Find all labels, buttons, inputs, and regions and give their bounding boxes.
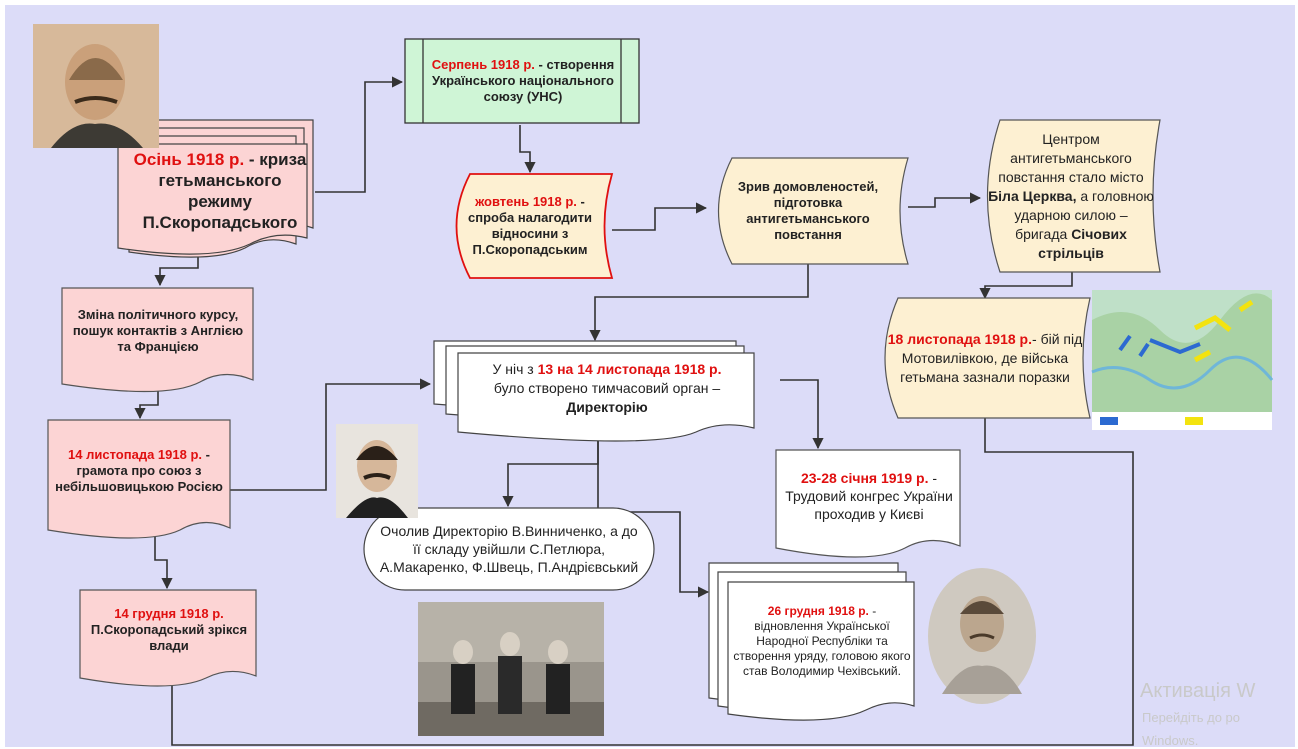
autumn-box-shape bbox=[117, 119, 314, 258]
directory-group-photo-image bbox=[418, 602, 604, 736]
gramota-box-shape bbox=[47, 419, 231, 539]
connector-directory-congress bbox=[780, 379, 824, 450]
serpen-box-text: Серпень 1918 р. - створення Українського… bbox=[431, 57, 615, 104]
zryv-box-text: Зрив домовленостей, підготовка антигетьм… bbox=[737, 179, 879, 242]
activation-watermark-windows: Windows. bbox=[1142, 733, 1199, 748]
connector-gramota-grudnia14 bbox=[154, 532, 173, 590]
grudnia14-box-shape bbox=[79, 589, 257, 687]
zhovten-box-shape bbox=[455, 173, 614, 279]
connector-directory-headed bbox=[502, 435, 599, 508]
connector-gramota-directory bbox=[228, 378, 432, 491]
headed-box-shape bbox=[363, 507, 655, 591]
congress-box-shape bbox=[775, 449, 961, 558]
motov-box-shape bbox=[884, 297, 1091, 419]
skoropadsky-portrait-image bbox=[33, 24, 159, 148]
connector-center-motov bbox=[979, 271, 1073, 300]
autumn-box-text: Осінь 1918 р. - криза гетьманського режи… bbox=[133, 150, 307, 232]
grudnia26-box-text: 26 грудня 1918 р. - відновлення Українсь… bbox=[733, 603, 911, 678]
connector-motov-grudnia14 bbox=[166, 418, 1134, 746]
vynnychenko-portrait-image bbox=[336, 424, 418, 518]
serpen-box-shape bbox=[404, 38, 640, 124]
connector-zryv-center bbox=[908, 192, 982, 208]
congress-box-text: 23-28 січня 1919 р. - Трудовий конгрес У… bbox=[785, 470, 953, 522]
activation-watermark-subtitle: Перейдіть до ро bbox=[1142, 710, 1240, 725]
center-box-shape bbox=[986, 119, 1161, 273]
grudnia14-box-text: 14 грудня 1918 р. П.Скоропадський зрікся… bbox=[90, 606, 248, 653]
center-box-text: Центром антигетьманського повстання стал… bbox=[988, 130, 1154, 261]
connectors bbox=[134, 76, 1134, 746]
zhovten-box-text: жовтень 1918 р. - спроба налагодити відн… bbox=[467, 194, 593, 257]
motov-box-text: 18 листопада 1918 р.- бій під Мотовилівк… bbox=[887, 330, 1083, 385]
connector-zhovten-zryv bbox=[612, 202, 708, 231]
gramota-box-text: 14 листопада 1918 р. - грамота про союз … bbox=[55, 447, 223, 494]
grudnia26-box-shape bbox=[708, 562, 915, 721]
connector-change-gramota bbox=[134, 388, 159, 420]
change-box-shape bbox=[61, 287, 254, 393]
directory-box-text: У ніч з 13 на 14 листопада 1918 р. було … bbox=[492, 360, 722, 415]
connector-autumn-serpen bbox=[315, 76, 404, 193]
connector-zryv-directory bbox=[589, 262, 809, 342]
connector-directory-grudnia26 bbox=[597, 440, 710, 598]
zryv-box-shape bbox=[718, 157, 909, 265]
battle-map-image bbox=[1091, 290, 1274, 430]
activation-watermark-title: Активація W bbox=[1140, 680, 1256, 702]
change-box-text: Зміна політичного курсу, пошук контактів… bbox=[72, 307, 244, 354]
connector-serpen-zhovten bbox=[519, 125, 536, 174]
chekhivsky-portrait-image bbox=[926, 566, 1038, 706]
headed-box-text: Очолив Директорію В.Винниченко, а до її … bbox=[379, 523, 639, 575]
directory-box-shape bbox=[433, 340, 755, 442]
